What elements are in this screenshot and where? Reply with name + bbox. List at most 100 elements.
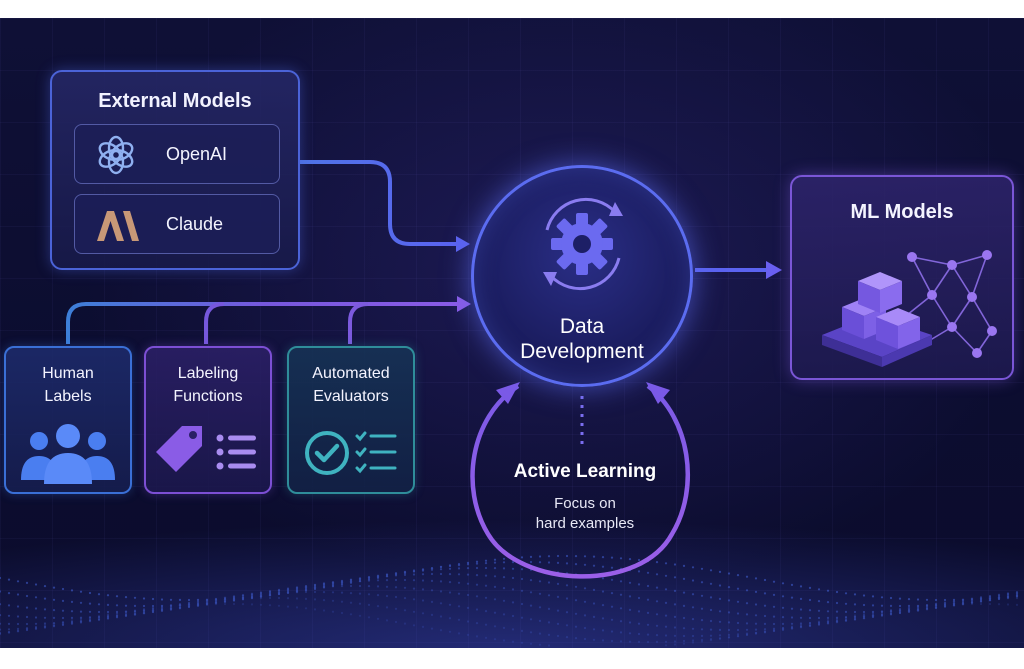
- wave-dot: [187, 604, 191, 607]
- wave-dot: [556, 609, 560, 612]
- wave-dot: [799, 608, 803, 611]
- wave-dot: [223, 598, 227, 601]
- wave-dot: [133, 613, 137, 616]
- wave-dot: [700, 594, 704, 597]
- wave-dot: [817, 623, 821, 626]
- wave-dot: [124, 612, 128, 615]
- wave-dot: [808, 616, 812, 620]
- wave-dot: [421, 568, 425, 571]
- wave-dot: [313, 584, 317, 588]
- wave-dot: [133, 610, 137, 613]
- wave-dot: [349, 592, 353, 595]
- wave-dot: [187, 598, 191, 602]
- wave-dot: [709, 608, 713, 612]
- wave-dot: [916, 609, 920, 612]
- wave-dot: [538, 632, 542, 635]
- wave-dot: [808, 623, 812, 627]
- wave-dot: [862, 617, 866, 620]
- wave-dot: [97, 617, 101, 620]
- wave-dot: [421, 625, 425, 629]
- wave-dot: [385, 575, 389, 578]
- wave-dot: [124, 611, 128, 614]
- wave-dot: [943, 604, 947, 607]
- wave-dot: [43, 597, 47, 600]
- wave-dot: [934, 604, 938, 607]
- wave-dot: [583, 637, 587, 641]
- wave-dot: [457, 605, 461, 608]
- wave-dot: [88, 620, 92, 623]
- wave-dot: [394, 595, 398, 599]
- wave-dot: [592, 615, 596, 619]
- wave-dot: [394, 573, 398, 576]
- wave-dot: [79, 621, 83, 624]
- wave-dot: [700, 581, 704, 584]
- wave-dot: [979, 602, 983, 606]
- wave-dot: [619, 580, 623, 583]
- wave-dot: [520, 556, 524, 559]
- wave-dot: [673, 626, 677, 629]
- wave-dot: [7, 631, 11, 634]
- wave-dot: [115, 614, 119, 617]
- wave-dot: [232, 599, 236, 602]
- wave-dot: [772, 627, 776, 630]
- wave-dot: [403, 597, 407, 600]
- wave-dot: [889, 596, 893, 600]
- wave-dot: [340, 585, 344, 588]
- wave-dot: [430, 572, 434, 576]
- wave-dot: [142, 608, 146, 611]
- wave-dot: [133, 604, 137, 608]
- wave-dot: [511, 628, 515, 631]
- wave-dot: [619, 631, 623, 634]
- wave-dot: [889, 609, 893, 612]
- wave-dot: [61, 623, 65, 627]
- wave-dot: [178, 604, 182, 607]
- wave-dot: [394, 620, 398, 624]
- wave-dot: [610, 605, 614, 608]
- wave-dot: [754, 632, 758, 635]
- wave-dot: [889, 612, 893, 615]
- wave-dot: [340, 581, 344, 584]
- wave-dot: [151, 604, 155, 608]
- wave-dot: [385, 594, 389, 598]
- wave-dot: [880, 612, 884, 615]
- wave-dot: [637, 596, 641, 600]
- wave-dot: [727, 621, 731, 624]
- wave-dot: [889, 609, 893, 612]
- wave-dot: [187, 604, 191, 607]
- wave-dot: [484, 574, 488, 577]
- wave-dot: [430, 600, 434, 604]
- wave-dot: [709, 619, 713, 623]
- wave-dot: [691, 634, 695, 638]
- wave-dot: [313, 586, 317, 589]
- wave-dot: [106, 615, 110, 618]
- wave-dot: [439, 565, 443, 568]
- wave-dot: [412, 570, 416, 573]
- wave-dot: [169, 604, 173, 607]
- hub-to-ml-arrowhead: [766, 261, 782, 279]
- wave-dot: [160, 605, 164, 608]
- wave-dot: [637, 570, 641, 573]
- wave-dot: [817, 588, 821, 591]
- wave-dot: [547, 633, 551, 637]
- wave-dot: [727, 636, 731, 639]
- active-learning-subtitle-line1: Focus on: [554, 495, 616, 512]
- wave-dot: [556, 561, 560, 565]
- wave-dot: [700, 567, 704, 570]
- wave-dot: [124, 614, 128, 618]
- wave-dot: [952, 603, 956, 606]
- wave-dot: [466, 567, 470, 570]
- wave-dot: [781, 616, 785, 619]
- wave-dot: [277, 604, 281, 607]
- wave-dot: [934, 604, 938, 607]
- wave-dot: [691, 639, 695, 642]
- wave-dot: [979, 600, 983, 603]
- wave-dot: [736, 574, 740, 577]
- wave-dot: [439, 602, 443, 605]
- wave-dot: [376, 605, 380, 608]
- wave-dot: [331, 581, 335, 584]
- wave-dot: [403, 570, 407, 574]
- wave-dot: [304, 585, 308, 588]
- wave-dot: [1015, 591, 1019, 594]
- wave-dot: [340, 580, 344, 583]
- wave-dot: [124, 613, 128, 617]
